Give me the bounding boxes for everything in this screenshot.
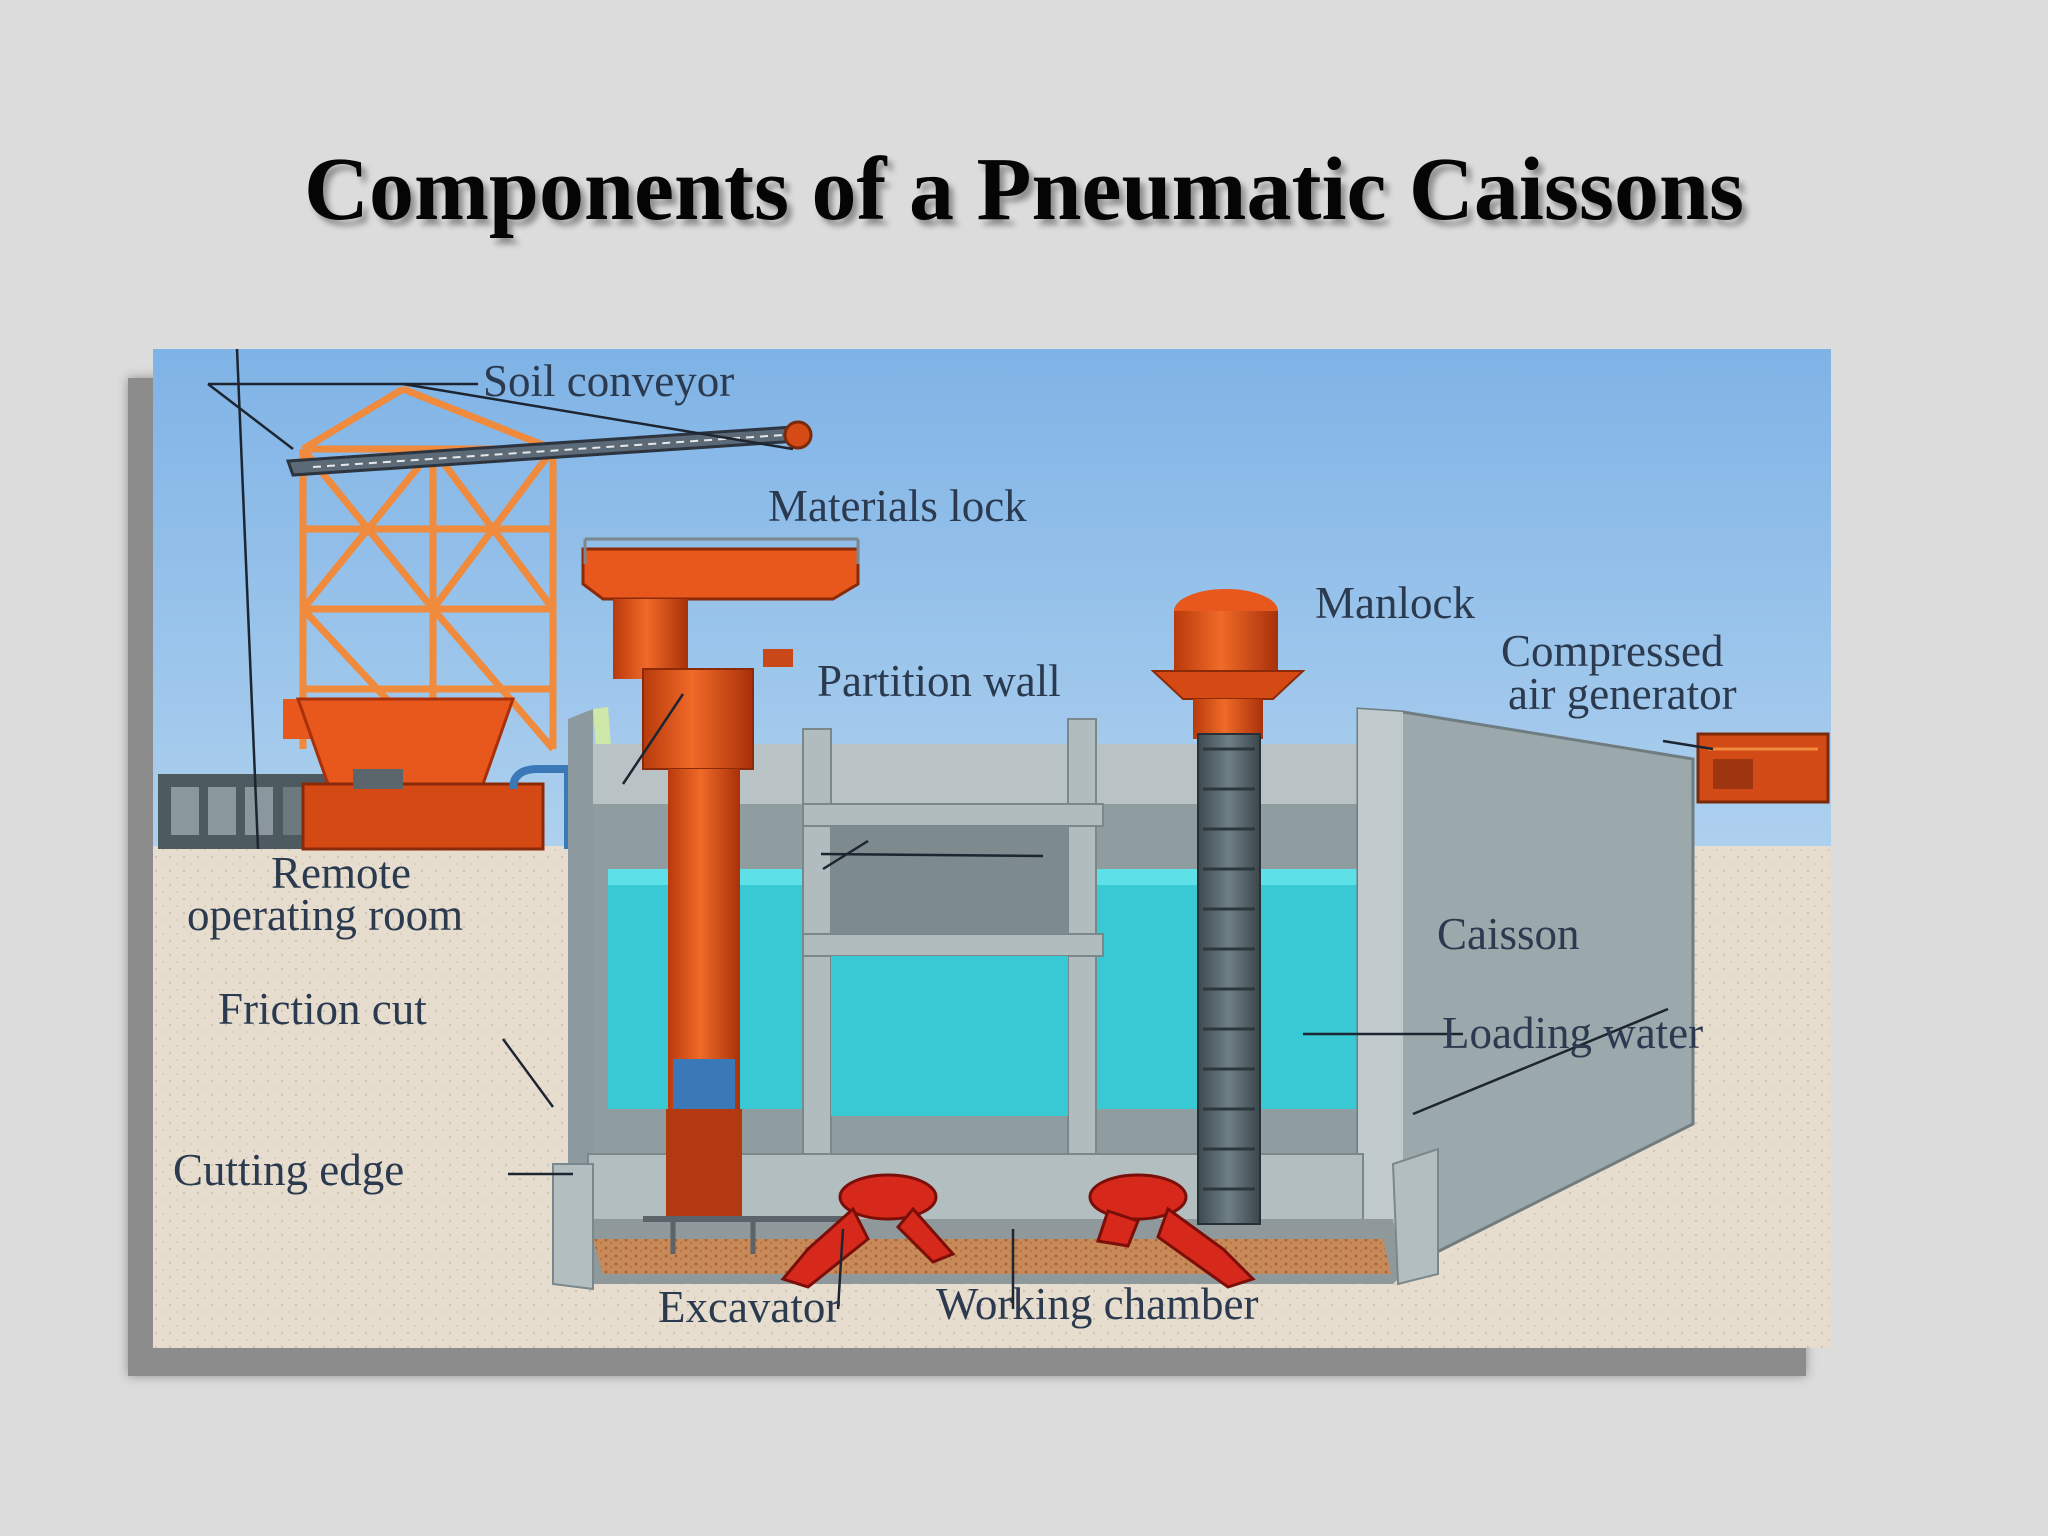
label-remote-line2: operating room xyxy=(187,890,463,940)
label-working-chamber: Working chamber xyxy=(936,1279,1259,1329)
soil-conveyor-belt xyxy=(285,420,813,477)
label-excavator: Excavator xyxy=(658,1282,840,1332)
label-partition-wall: Partition wall xyxy=(817,656,1061,706)
manlock-shaft xyxy=(1150,589,1306,1225)
slide-title: Components of a Pneumatic Caissons xyxy=(303,140,1745,239)
label-loading-water: Loading water xyxy=(1442,1008,1703,1058)
caisson-diagram: Soil conveyor Materials lock Manlock Com… xyxy=(153,349,1831,1348)
hopper xyxy=(283,697,572,851)
label-soil-conveyor: Soil conveyor xyxy=(483,356,734,406)
materials-lock-shaft xyxy=(581,537,860,1254)
leader-lines xyxy=(207,349,1714,1310)
excavator-left xyxy=(780,1173,956,1289)
label-friction-cut: Friction cut xyxy=(218,984,427,1034)
compressed-air-generator xyxy=(1696,732,1830,804)
working-chamber-floor xyxy=(593,1239,1391,1274)
label-materials-lock: Materials lock xyxy=(768,481,1027,531)
label-compressed-line1: Compressed xyxy=(1501,626,1723,676)
label-remote-line1: Remote xyxy=(271,848,411,898)
label-compressed-line2: air generator xyxy=(1508,669,1737,719)
label-caisson: Caisson xyxy=(1437,909,1580,959)
label-manlock: Manlock xyxy=(1315,578,1475,628)
label-cutting-edge: Cutting edge xyxy=(173,1145,404,1195)
soil-conveyor-tower xyxy=(299,385,557,752)
excavator-right xyxy=(1088,1173,1256,1289)
